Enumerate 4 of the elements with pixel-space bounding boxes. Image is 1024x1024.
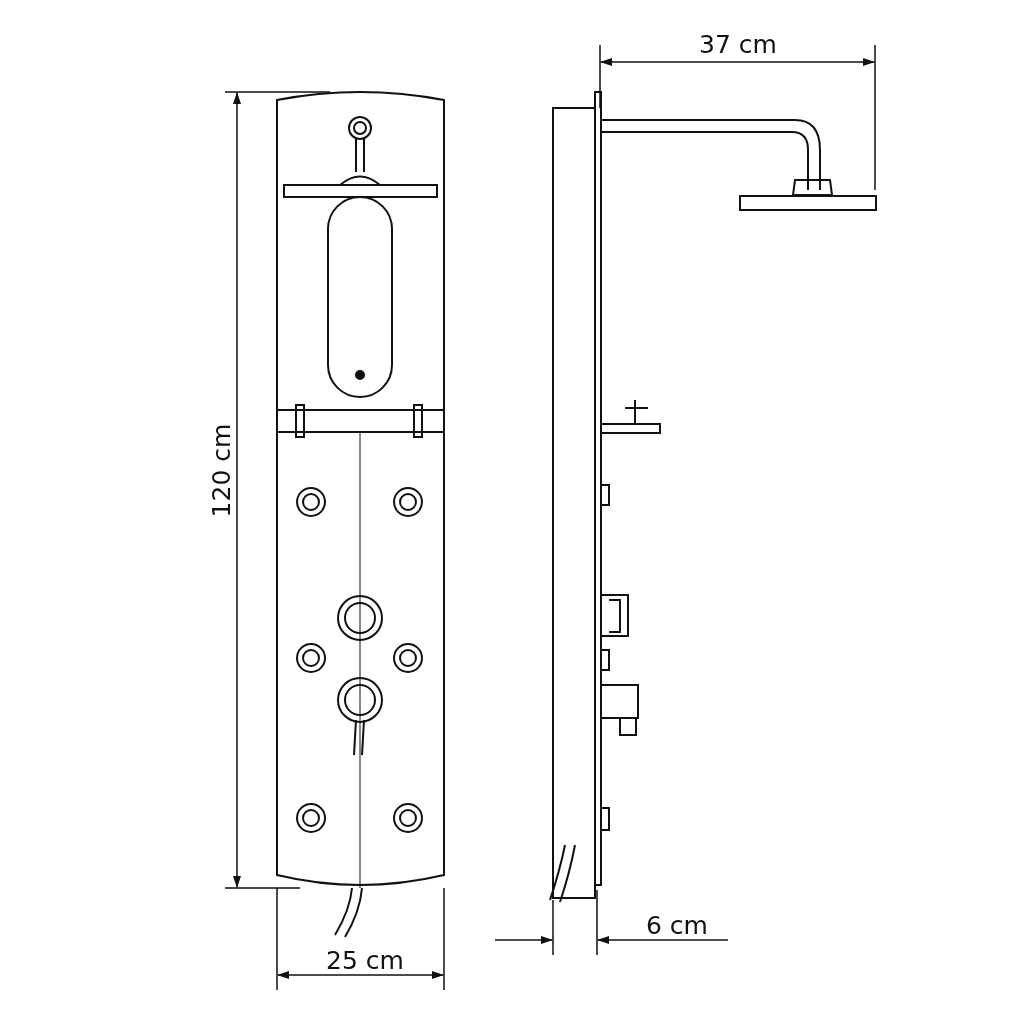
dimension-label: 37 cm [699, 31, 777, 57]
dimension-label: 25 cm [326, 947, 404, 973]
dimension-label: 6 cm [646, 912, 708, 938]
dimension-label: 120 cm [209, 423, 235, 517]
